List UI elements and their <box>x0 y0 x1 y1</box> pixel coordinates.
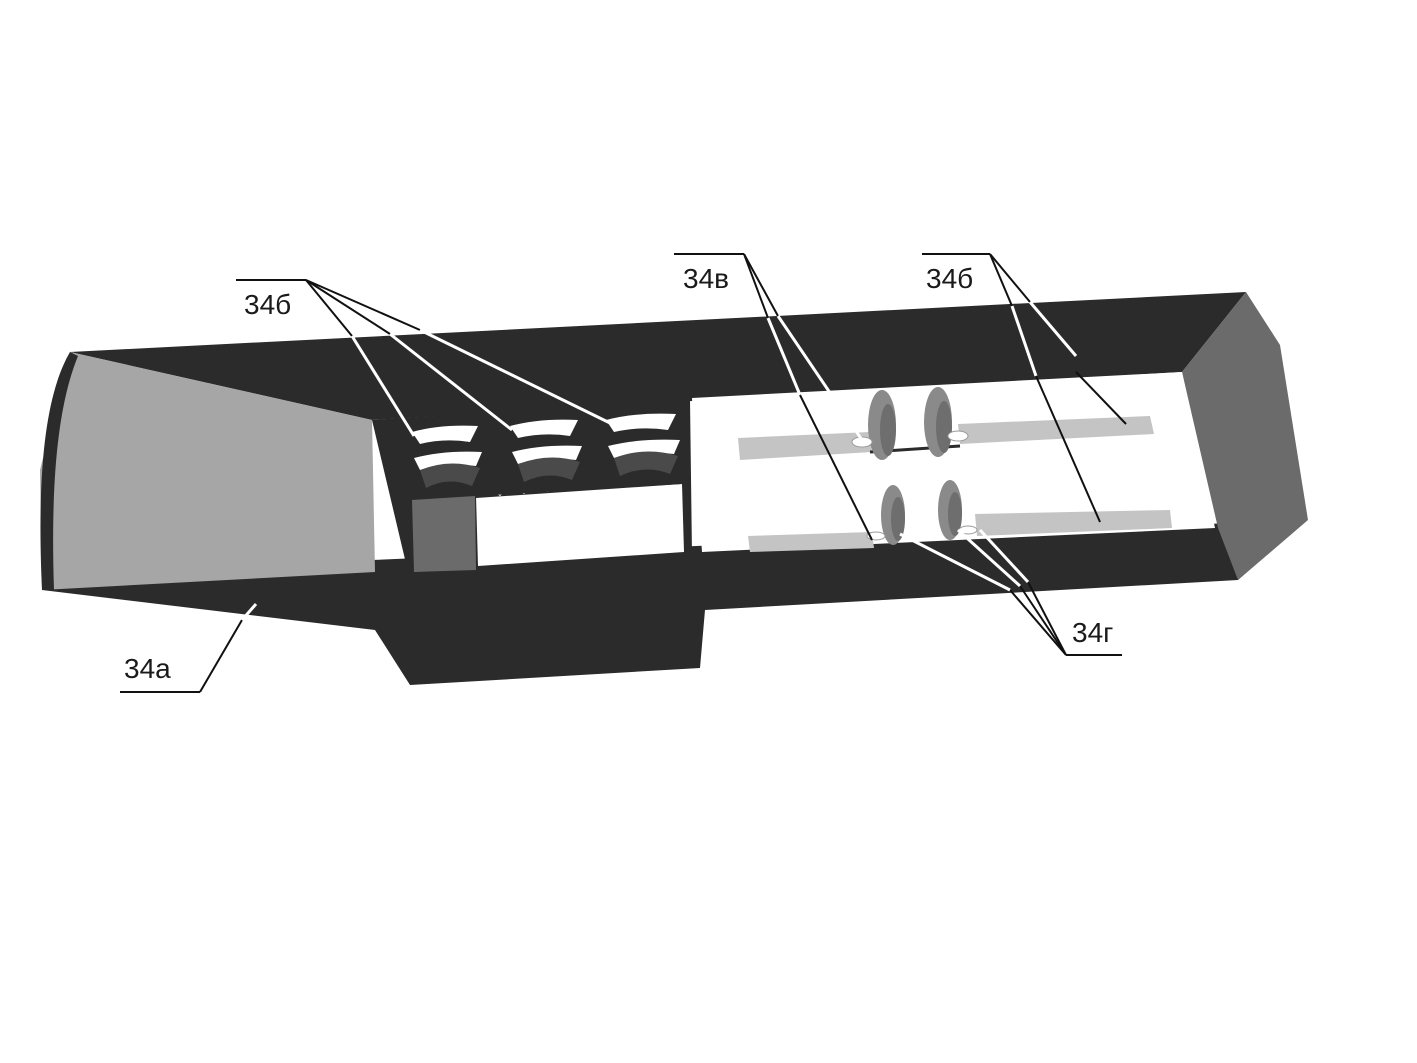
disk-shadow <box>891 497 905 541</box>
vane-cutout <box>606 413 676 432</box>
vane-cutout <box>510 419 578 438</box>
leader-line <box>1010 305 1038 377</box>
leader-line <box>989 253 1013 307</box>
leader-line <box>989 253 1031 303</box>
leader-line <box>766 317 802 396</box>
leader-lines <box>120 253 1127 693</box>
vane-cutout <box>414 451 482 470</box>
vane-row-upper <box>412 413 676 444</box>
leader-line <box>799 394 873 541</box>
left-chamber-side-wall <box>412 496 476 572</box>
inlet-funnel-rim <box>40 352 78 590</box>
leader-line <box>899 532 1011 592</box>
leader-line <box>305 279 391 335</box>
leader-line <box>240 603 258 621</box>
leader-line <box>305 279 421 331</box>
vane-row-lower <box>414 439 680 470</box>
label-34a: 34а <box>124 653 171 684</box>
body-top-surface <box>70 292 1246 420</box>
disks-upper <box>851 387 969 460</box>
leader-line <box>419 328 613 426</box>
label-34g: 34г <box>1072 617 1113 648</box>
leader-line <box>1075 371 1127 425</box>
leader-line <box>1027 581 1067 656</box>
right-chamber <box>692 372 1215 552</box>
electrode-strip-lower-left <box>748 532 874 552</box>
callout-labels: 34а 34б 34в 34б 34г <box>124 263 1113 684</box>
leader-line <box>389 332 513 432</box>
electrode-strip-upper-left <box>738 432 872 460</box>
leader-line <box>743 253 779 317</box>
vane-cutout <box>512 445 582 464</box>
body-bottom-band <box>42 520 1305 685</box>
label-34b-left: 34б <box>244 289 291 320</box>
disk-shadow <box>880 404 896 456</box>
label-34v: 34в <box>683 263 729 294</box>
leader-line <box>776 315 864 441</box>
vane-row-dark <box>420 451 678 488</box>
right-chamber-opening <box>692 372 1215 552</box>
inlet-funnel-face <box>40 352 375 590</box>
leader-line <box>743 253 769 319</box>
left-chamber <box>412 413 684 572</box>
disk-shadow <box>948 492 962 536</box>
electrode-strip-upper-right <box>958 416 1154 444</box>
leader-line <box>305 279 353 337</box>
disk-hub <box>851 436 873 448</box>
disk-hub <box>947 430 969 442</box>
leader-line <box>199 619 243 693</box>
left-chamber-serrated-edge <box>476 474 682 498</box>
left-chamber-opening <box>476 484 684 566</box>
leader-line <box>350 335 416 437</box>
disks-lower <box>866 480 978 545</box>
leader-line <box>1009 589 1067 656</box>
leader-line <box>1019 585 1067 656</box>
label-34b-right: 34б <box>926 263 973 294</box>
vane-cutout <box>608 439 680 458</box>
disk-shadow <box>936 401 952 453</box>
leader-line <box>978 528 1030 584</box>
vane-blade <box>420 463 480 488</box>
leader-line <box>956 528 1022 588</box>
vane-blade <box>614 451 678 476</box>
leader-line <box>1035 375 1101 523</box>
vane-blade <box>518 457 580 482</box>
outlet-end-face <box>1182 292 1308 580</box>
leader-line <box>1028 301 1078 357</box>
electrode-strip-lower-right <box>975 510 1172 536</box>
vane-cutout <box>412 425 478 444</box>
